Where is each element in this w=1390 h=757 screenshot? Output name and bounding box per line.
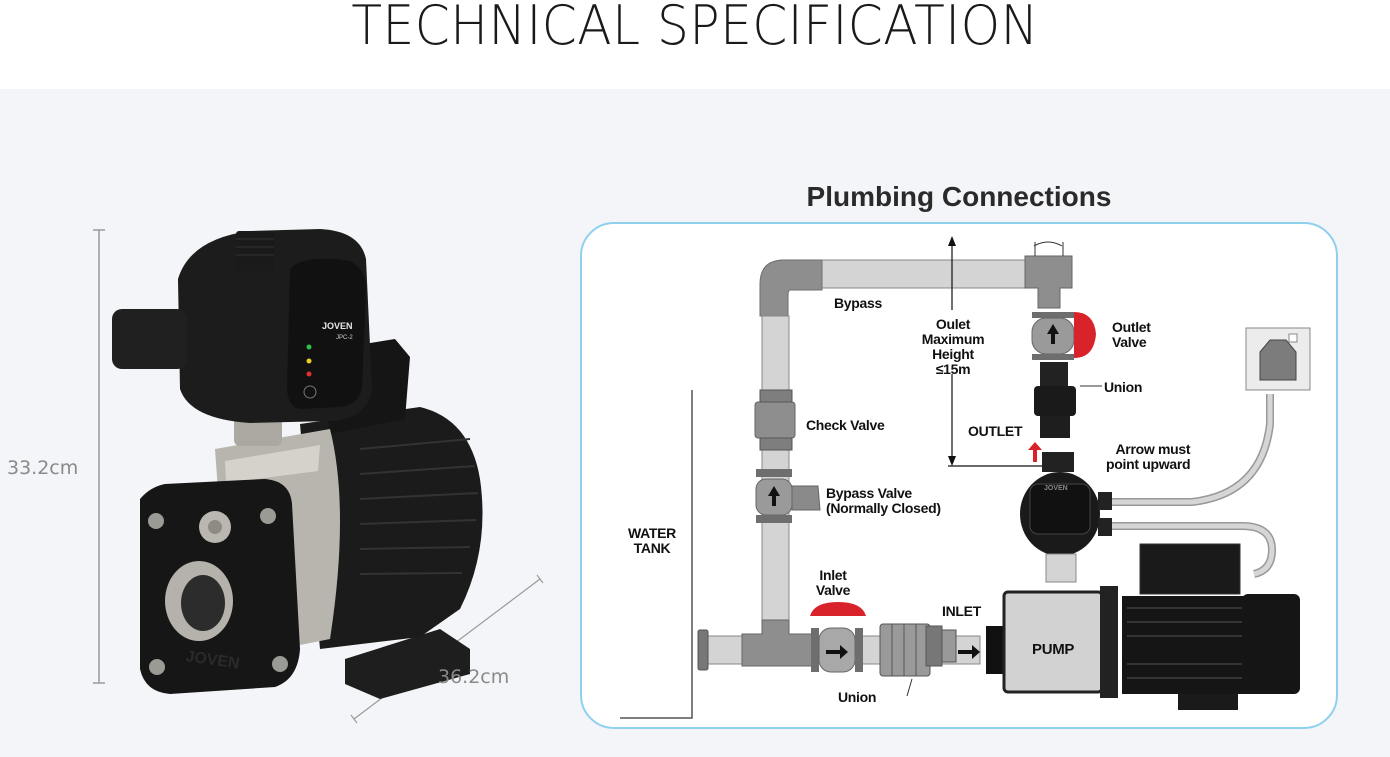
label-arrow-note: Arrow must point upward — [1106, 441, 1191, 472]
height-dimension-line — [93, 229, 105, 684]
label-line: Bypass Valve — [826, 485, 912, 501]
pump-motor — [1122, 596, 1252, 694]
indicator-fault — [306, 371, 312, 377]
tee-fitting — [741, 619, 815, 667]
label-water-tank: WATER TANK — [622, 526, 682, 556]
label-line: Height — [932, 346, 974, 362]
flow-arrow-right-icon — [826, 645, 848, 659]
length-dimension-label: 36.2cm — [438, 666, 510, 688]
motor-terminal-box — [1139, 543, 1241, 595]
label-bypass-valve: Bypass Valve (Normally Closed) — [826, 486, 941, 516]
elbow-fitting — [759, 259, 823, 317]
label-line: ≤15m — [935, 361, 971, 377]
label-inlet-valve: Inlet Valve — [808, 568, 858, 598]
label-union-top: Union — [1104, 379, 1143, 395]
label-bypass: Bypass — [834, 295, 883, 311]
red-arrow-up-icon — [1028, 442, 1042, 462]
height-measure-line — [948, 242, 1042, 467]
flow-arrow-up-icon — [768, 486, 780, 506]
indicator-run — [306, 358, 312, 364]
label-pump: PUMP — [1032, 641, 1075, 658]
controller-faceplate — [287, 258, 366, 409]
plumbing-diagram-panel: JOVEN Bypass Oulet Maximum Height ≤15m O… — [580, 222, 1338, 729]
label-line: (Normally Closed) — [826, 500, 941, 516]
outlet-valve-handle — [1074, 312, 1096, 358]
outlet-tee — [1024, 255, 1073, 309]
reset-button — [303, 385, 317, 399]
label-outlet-max-height: Oulet Maximum Height ≤15m — [912, 317, 994, 377]
label-line: point upward — [1106, 456, 1191, 472]
label-line: Outlet — [1112, 319, 1151, 335]
label-line: TANK — [633, 540, 671, 556]
page-header: TECHNICAL SPECIFICATION — [0, 0, 1390, 89]
union-fitting-bottom — [879, 623, 931, 677]
label-check-valve: Check Valve — [806, 417, 885, 433]
water-tank-wall — [620, 390, 693, 719]
page-title: TECHNICAL SPECIFICATION — [351, 0, 1039, 57]
flow-arrow-up-icon — [1047, 324, 1059, 344]
label-inlet: INLET — [942, 603, 981, 619]
label-line: Arrow must — [1115, 441, 1191, 457]
union-fitting-top — [1034, 386, 1076, 416]
bypass-pipe — [819, 259, 1031, 289]
label-outlet: OUTLET — [968, 423, 1023, 439]
label-line: Inlet — [819, 567, 847, 583]
indicator-power — [306, 344, 312, 350]
label-outlet-valve: Outlet Valve — [1112, 320, 1151, 350]
motor-housing — [300, 407, 483, 649]
controller-knob — [112, 309, 187, 369]
product-section: JOVEN JPC-2 JOVEN 33.2cm 36.2cm — [0, 89, 575, 757]
label-line: Maximum — [921, 331, 985, 347]
controller-model: JPC-2 — [336, 335, 353, 341]
power-plug — [1259, 339, 1297, 381]
check-valve — [754, 401, 796, 439]
controller-brand: JOVEN — [322, 321, 353, 331]
inlet-valve-handle — [810, 602, 866, 616]
height-dimension-label: 33.2cm — [7, 457, 79, 479]
diagram-title: Plumbing Connections — [806, 181, 1112, 212]
mounting-foot — [345, 629, 470, 699]
pump-product-image: JOVEN JPC-2 JOVEN — [93, 229, 544, 724]
label-union-bottom: Union — [838, 689, 877, 705]
label-line: Oulet — [935, 316, 971, 332]
controller-brand-label: JOVEN — [1044, 485, 1068, 492]
inlet-arrow-icon — [958, 645, 980, 659]
label-line: Valve — [815, 582, 851, 598]
label-line: Valve — [1112, 334, 1147, 350]
plumbing-diagram: JOVEN — [620, 236, 1311, 719]
label-line: WATER — [627, 525, 676, 541]
outlet-thread — [236, 231, 274, 271]
flange-bolts — [148, 508, 288, 675]
